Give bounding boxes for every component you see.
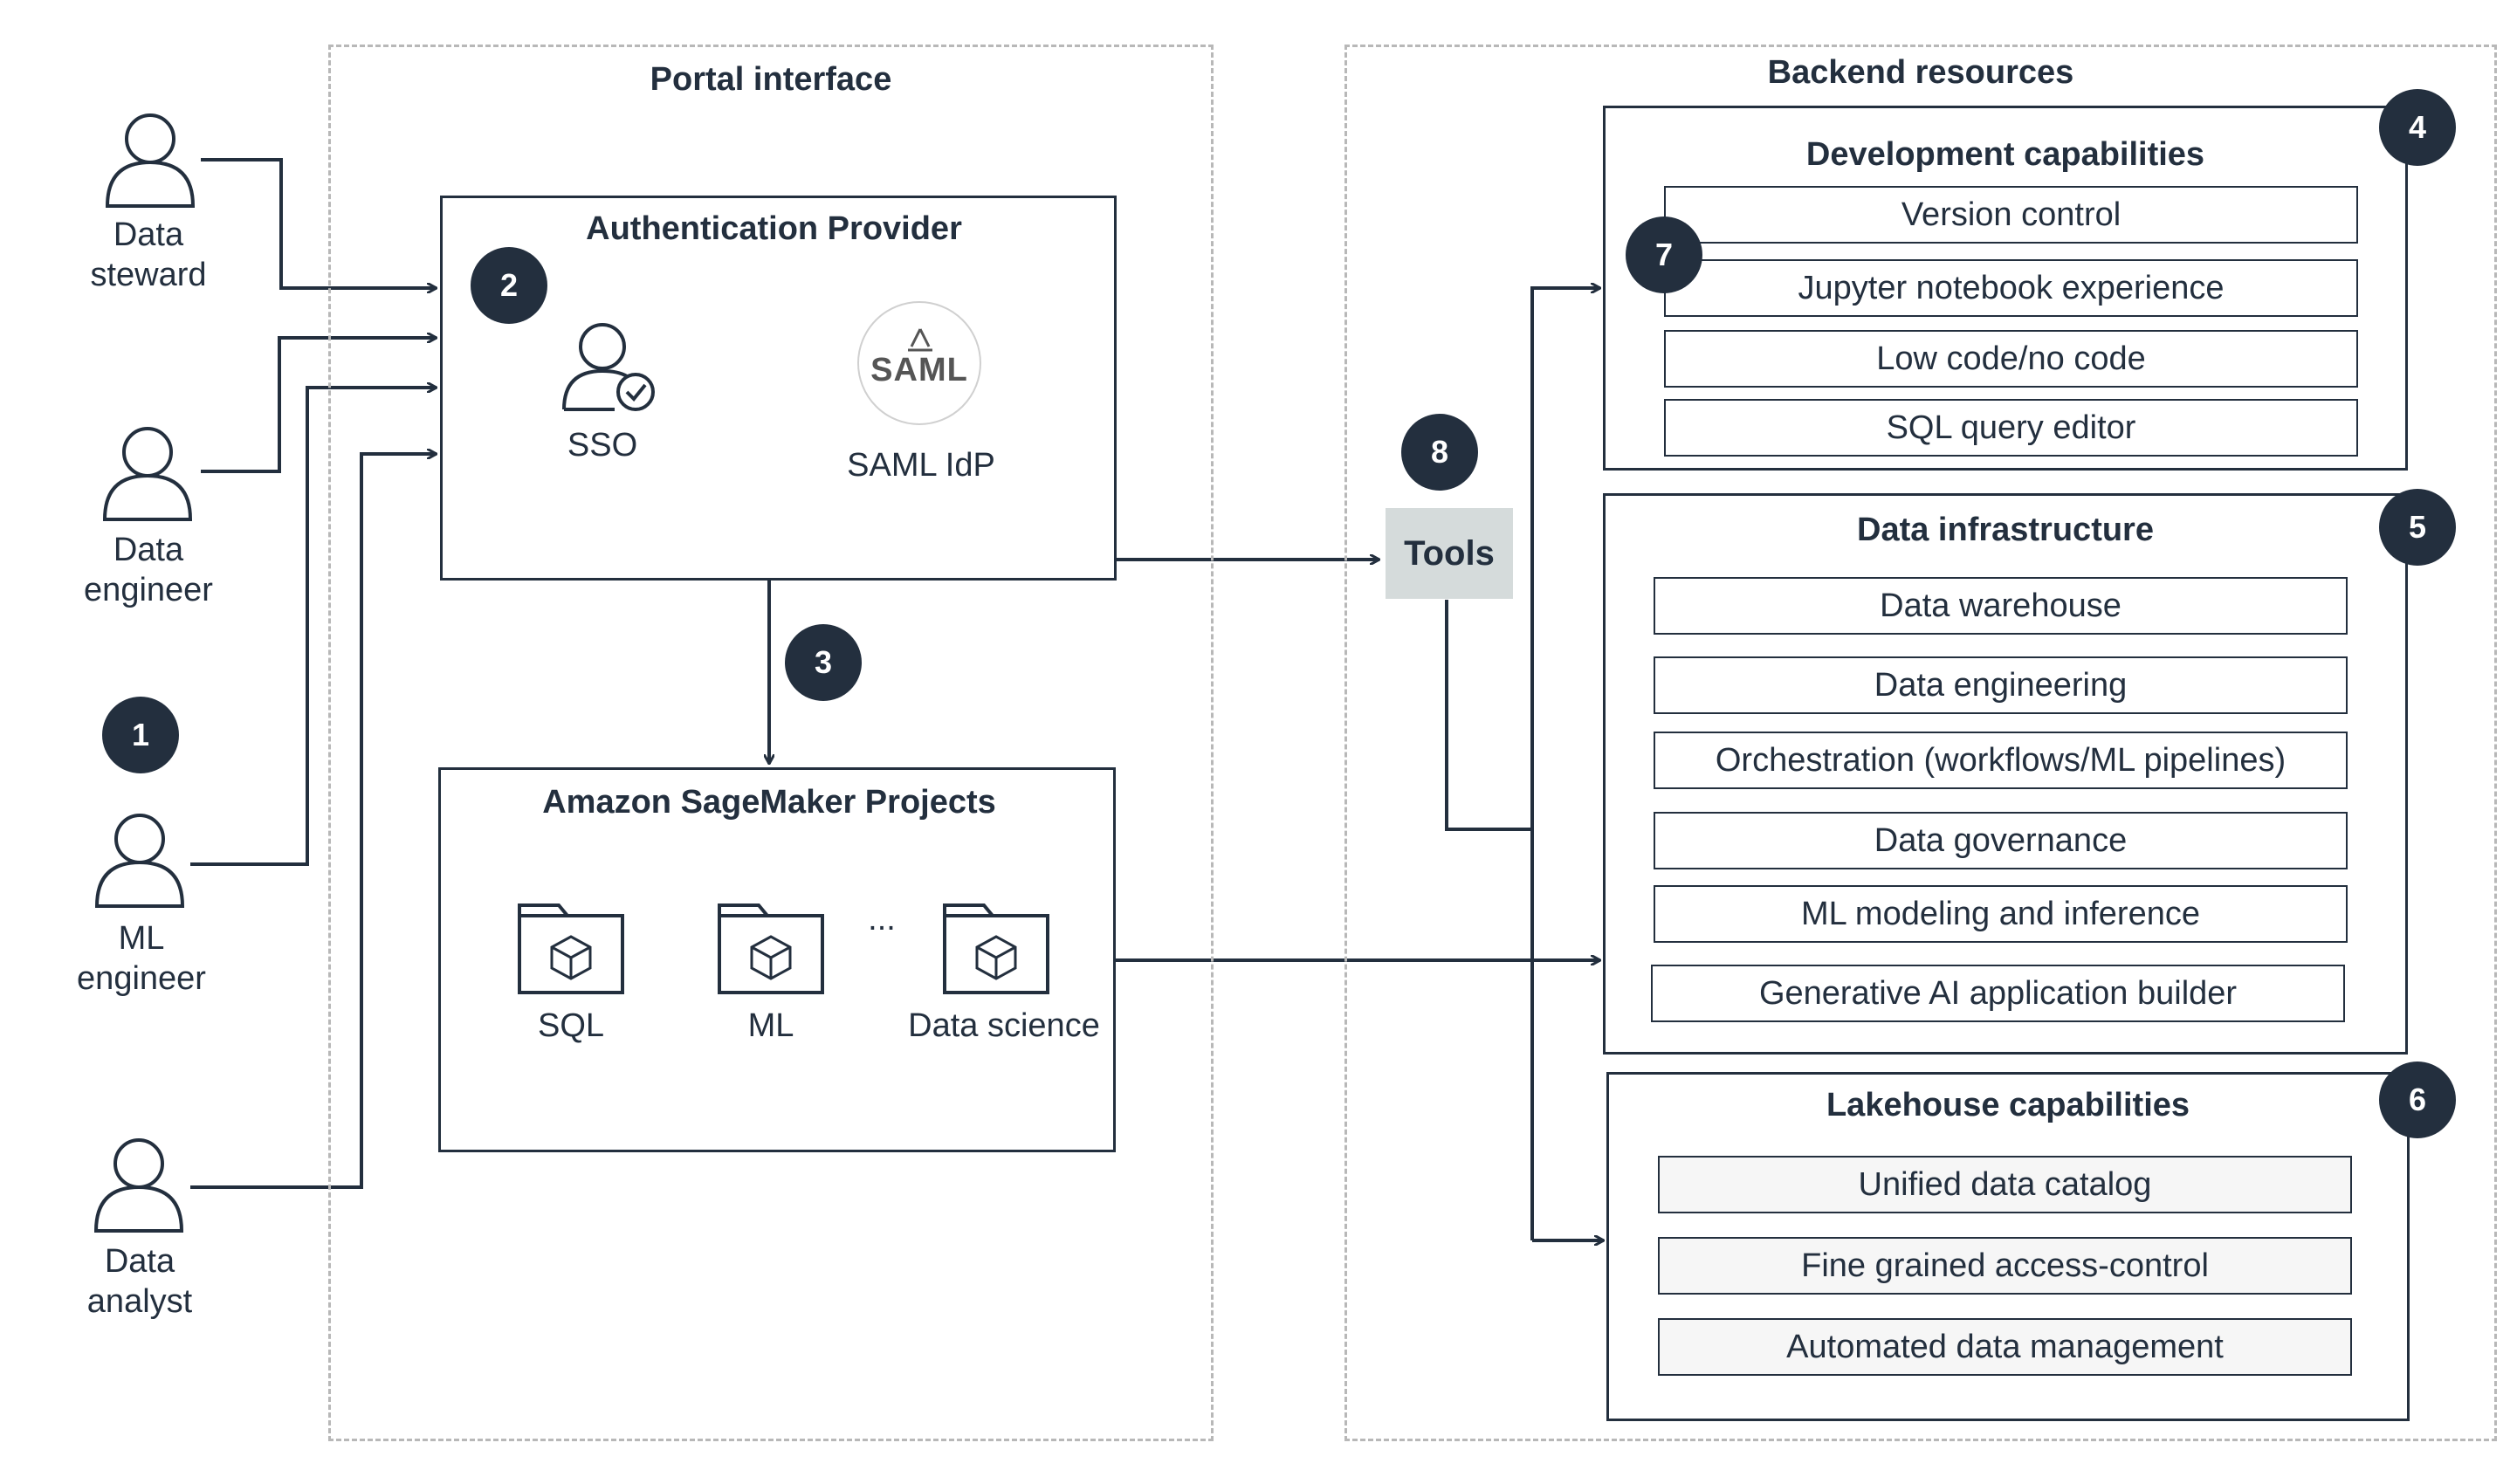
dev-item-low-code: Low code/no code	[1664, 330, 2358, 388]
portal-interface-region: Portal interface	[328, 45, 1214, 1441]
folder-ellipsis: ...	[868, 901, 896, 938]
sso-label: SSO	[567, 427, 638, 464]
persona-label-line2: analyst	[86, 1283, 193, 1320]
persona-label-line1: Data	[113, 532, 184, 568]
folder-label-ml: ML	[747, 1007, 794, 1044]
backend-resources-title: Backend resources	[1767, 54, 2074, 91]
user-icon	[105, 113, 196, 208]
project-folder-icon	[518, 903, 624, 994]
portal-interface-title: Portal interface	[650, 61, 892, 98]
dev-item-sql-editor: SQL query editor	[1664, 399, 2358, 457]
folder-label-sql: SQL	[537, 1007, 605, 1044]
saml-mark-icon	[908, 328, 932, 352]
step-badge-4: 4	[2379, 89, 2456, 166]
step-badge-5: 5	[2379, 489, 2456, 566]
infra-item-orchestration: Orchestration (workflows/ML pipelines)	[1654, 732, 2348, 789]
infra-item-data-engineering: Data engineering	[1654, 656, 2348, 714]
auth-title: Authentication Provider	[586, 210, 962, 247]
ml-engineer-to-auth-arrow	[190, 388, 437, 866]
persona-ml-engineer: ML engineer	[77, 812, 206, 1004]
lake-item-access-control: Fine grained access-control	[1658, 1237, 2352, 1295]
user-icon	[93, 1138, 184, 1233]
authentication-provider-box: Authentication Provider	[440, 196, 1117, 581]
infra-item-data-warehouse: Data warehouse	[1654, 577, 2348, 635]
backend-resources-region: Backend resources	[1344, 45, 2497, 1441]
step-badge-3: 3	[785, 624, 862, 701]
steward-to-auth-arrow	[201, 158, 437, 288]
saml-logo: SAML	[857, 301, 981, 425]
infra-item-ml-modeling: ML modeling and inference	[1654, 885, 2348, 943]
saml-idp-label: SAML IdP	[847, 447, 995, 484]
infra-item-genai-builder: Generative AI application builder	[1651, 965, 2345, 1022]
persona-data-steward: Data steward	[87, 112, 210, 304]
projects-title: Amazon SageMaker Projects	[542, 784, 996, 821]
persona-data-engineer: Data engineer	[84, 425, 213, 617]
step-badge-6: 6	[2379, 1061, 2456, 1138]
infra-item-data-governance: Data governance	[1654, 812, 2348, 869]
lake-item-data-management: Automated data management	[1658, 1318, 2352, 1376]
step-badge-7: 7	[1626, 216, 1702, 293]
dev-item-jupyter: Jupyter notebook experience	[1664, 259, 2358, 317]
data-engineer-to-auth-arrow	[201, 338, 437, 473]
analyst-to-auth-arrow	[190, 454, 437, 1189]
persona-label-line2: engineer	[77, 960, 206, 997]
saml-logo-text: SAML	[870, 351, 968, 388]
dev-item-version-control: Version control	[1664, 186, 2358, 244]
user-icon	[102, 427, 193, 521]
persona-label-line1: ML	[118, 920, 165, 957]
lake-item-unified-catalog: Unified data catalog	[1658, 1156, 2352, 1213]
infrastructure-title: Data infrastructure	[1857, 512, 2154, 548]
persona-label-line1: Data	[104, 1243, 175, 1280]
tools-box: Tools	[1386, 508, 1513, 599]
persona-label-line2: steward	[90, 257, 207, 293]
project-folder-icon	[718, 903, 824, 994]
step-badge-2: 2	[471, 247, 547, 324]
tools-to-trunk-line	[1445, 600, 1532, 831]
development-title: Development capabilities	[1805, 136, 2205, 173]
user-icon	[94, 814, 185, 908]
folder-label-data-science: Data science	[908, 1007, 1100, 1044]
step-badge-8: 8	[1401, 414, 1478, 491]
persona-data-analyst: Data analyst	[79, 1137, 201, 1329]
project-folder-icon	[943, 903, 1049, 994]
step-badge-1: 1	[102, 697, 179, 773]
persona-label-line2: engineer	[84, 572, 213, 608]
sso-user-check-icon	[562, 323, 655, 411]
lakehouse-title: Lakehouse capabilities	[1826, 1087, 2190, 1123]
persona-label-line1: Data	[113, 216, 184, 253]
